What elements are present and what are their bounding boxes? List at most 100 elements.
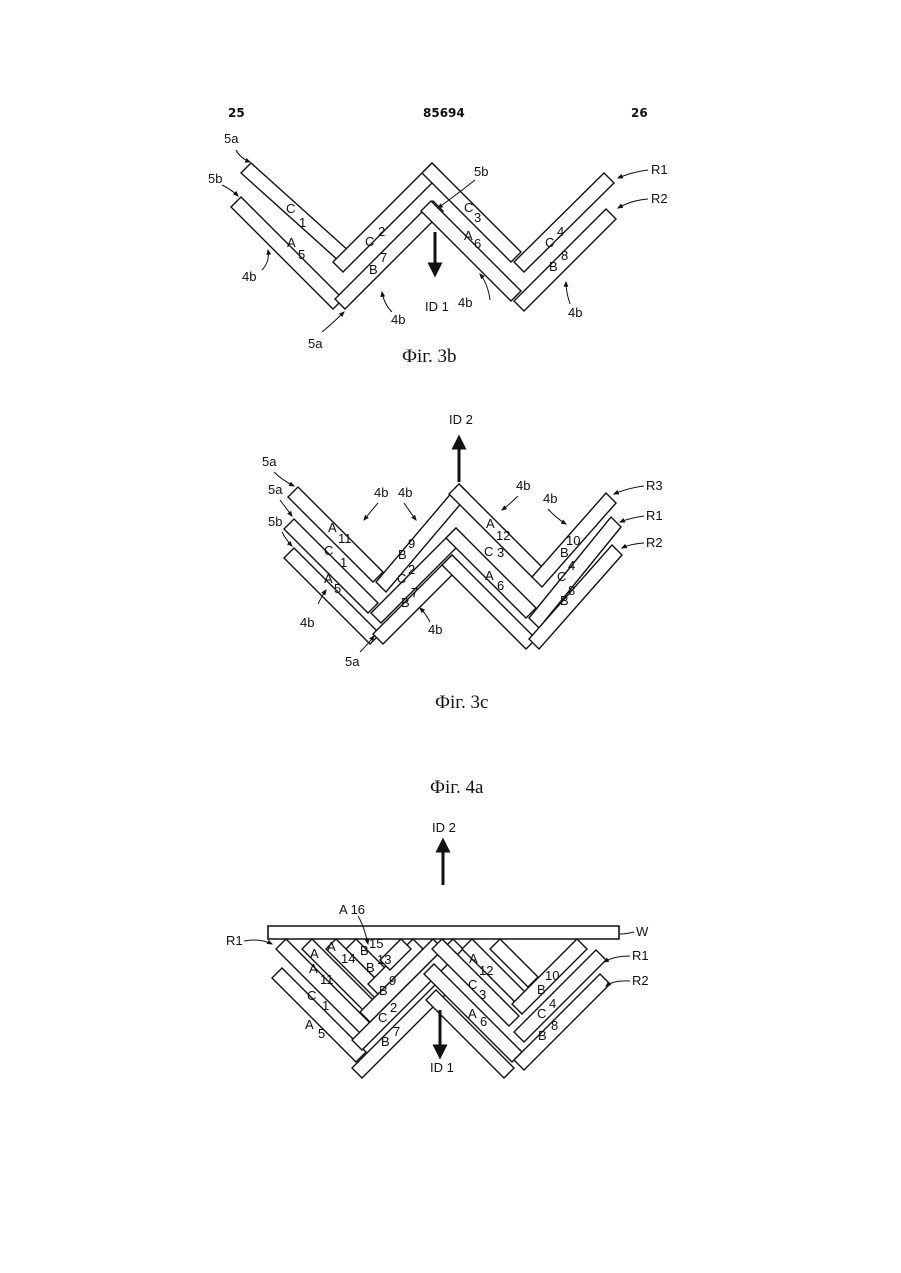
caption-fig-3b: Фiг. 3b <box>402 346 456 367</box>
label-b15: B <box>360 943 369 958</box>
label-5a-2: 5a <box>268 482 283 497</box>
label-11: 11 <box>320 972 334 987</box>
label-a6: A <box>464 228 473 243</box>
label-id1: ID 1 <box>430 1060 454 1075</box>
label-c1: C <box>307 988 316 1003</box>
caption-fig-3c: Фiг. 3c <box>435 692 488 713</box>
label-1: 1 <box>299 215 306 230</box>
label-5b-mid: 5b <box>474 164 488 179</box>
label-4b-6: 4b <box>428 622 442 637</box>
label-r3: R3 <box>646 478 663 493</box>
label-a11: A <box>328 520 337 535</box>
label-13: 13 <box>377 952 391 967</box>
label-c3: C <box>484 544 493 559</box>
label-5a-top: 5a <box>224 131 239 146</box>
label-9: 9 <box>389 973 396 988</box>
label-id1: ID 1 <box>425 299 449 314</box>
label-4b-3: 4b <box>516 478 530 493</box>
label-c3: C <box>464 200 473 215</box>
label-4b-mid: 4b <box>391 312 405 327</box>
label-b7: B <box>369 262 378 277</box>
label-2: 2 <box>378 224 385 239</box>
label-c2: C <box>397 571 406 586</box>
label-a11: A <box>309 961 318 976</box>
label-7: 7 <box>411 585 418 600</box>
patent-number: 85694 <box>423 106 465 120</box>
label-5: 5 <box>334 581 341 596</box>
label-10: 10 <box>566 533 580 548</box>
label-12: 12 <box>496 528 510 543</box>
label-a5: A <box>305 1017 314 1032</box>
label-b9: B <box>398 547 407 562</box>
label-3: 3 <box>479 987 486 1002</box>
label-5: 5 <box>298 247 305 262</box>
label-c4: C <box>537 1006 546 1021</box>
page-number-left: 25 <box>228 106 245 120</box>
label-r2: R2 <box>632 973 649 988</box>
label-b9: B <box>379 983 388 998</box>
label-a6: A <box>485 568 494 583</box>
label-4b-right: 4b <box>568 305 582 320</box>
label-5: 5 <box>318 1026 325 1041</box>
label-a14: A <box>310 946 319 961</box>
label-4b-2: 4b <box>398 485 412 500</box>
label-a5: A <box>287 235 296 250</box>
label-r2: R2 <box>651 191 668 206</box>
label-4b-left: 4b <box>242 269 256 284</box>
label-b8: B <box>549 259 558 274</box>
label-10: 10 <box>545 968 559 983</box>
label-14: 14 <box>341 951 355 966</box>
board-w <box>268 926 619 939</box>
label-c1: C <box>286 201 295 216</box>
label-4b-5: 4b <box>300 615 314 630</box>
label-c4: C <box>545 235 554 250</box>
label-6: 6 <box>480 1014 487 1029</box>
label-8: 8 <box>568 583 575 598</box>
label-a6: A <box>468 1006 477 1021</box>
label-7: 7 <box>393 1024 400 1039</box>
label-a12: A <box>486 516 495 531</box>
label-3: 3 <box>497 545 504 560</box>
page-number-right: 26 <box>631 106 648 120</box>
label-12: 12 <box>479 963 493 978</box>
label-c4: C <box>557 569 566 584</box>
label-5a-bottom: 5a <box>308 336 323 351</box>
label-r1-left: R1 <box>226 933 243 948</box>
label-5a-1: 5a <box>262 454 277 469</box>
label-a16: A 16 <box>339 902 365 917</box>
label-6: 6 <box>497 578 504 593</box>
label-b7: B <box>401 595 410 610</box>
label-4: 4 <box>549 996 556 1011</box>
figure-4a: ID 2 A 16 W R1 R1 R2 A B 15 <box>226 820 649 1078</box>
label-b7: B <box>381 1034 390 1049</box>
figure-3c: A 11 C 1 A 5 B 9 C 2 B 7 A 12 C 3 A 6 B … <box>262 412 663 713</box>
label-r1: R1 <box>646 508 663 523</box>
label-8: 8 <box>551 1018 558 1033</box>
label-15: 15 <box>369 936 383 951</box>
label-id2: ID 2 <box>449 412 473 427</box>
label-4b-4: 4b <box>543 491 557 506</box>
label-a12: A <box>469 951 478 966</box>
label-a-small: A <box>327 939 336 954</box>
label-5b: 5b <box>268 514 282 529</box>
label-a5: A <box>324 571 333 586</box>
label-c2: C <box>378 1010 387 1025</box>
label-4: 4 <box>557 224 564 239</box>
label-4: 4 <box>568 558 575 573</box>
label-11: 11 <box>338 531 352 546</box>
label-c3: C <box>468 977 477 992</box>
label-4b-1: 4b <box>374 485 388 500</box>
label-r2: R2 <box>646 535 663 550</box>
label-c2: C <box>365 234 374 249</box>
label-r1-right: R1 <box>632 948 649 963</box>
label-5b-top: 5b <box>208 171 222 186</box>
label-2: 2 <box>390 1000 397 1015</box>
label-b13: B <box>366 960 375 975</box>
label-c1: C <box>324 543 333 558</box>
label-9: 9 <box>408 536 415 551</box>
caption-fig-4a: Фiг. 4a <box>430 777 484 798</box>
label-r1: R1 <box>651 162 668 177</box>
label-1: 1 <box>340 555 347 570</box>
label-7: 7 <box>380 250 387 265</box>
